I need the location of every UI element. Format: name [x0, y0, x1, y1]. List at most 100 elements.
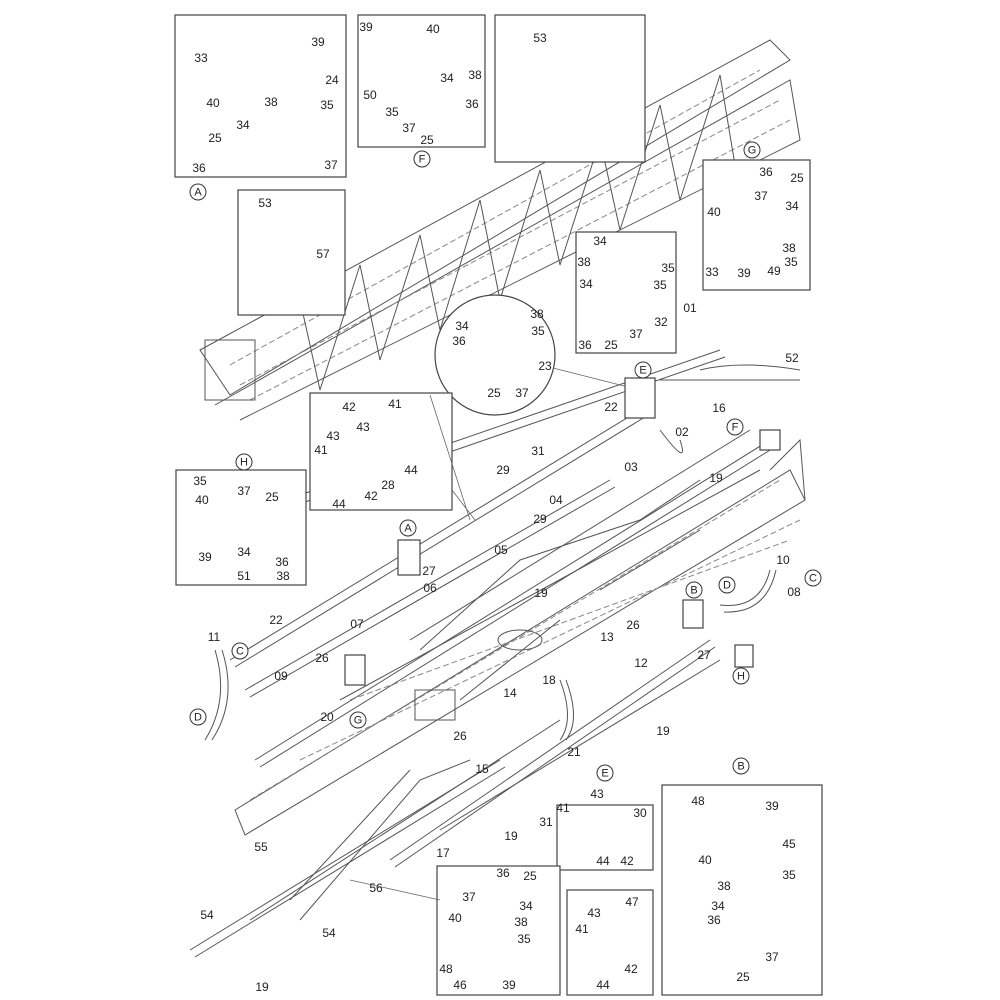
part-number-label: 48	[439, 962, 453, 976]
part-number-label: 32	[654, 315, 668, 329]
part-number-label: 53	[258, 196, 272, 210]
detail-ref-letter: E	[639, 365, 646, 377]
part-number-label: 56	[369, 881, 383, 895]
detail-box	[661, 784, 823, 996]
part-number-label: 42	[624, 962, 638, 976]
part-number-label: 37	[324, 158, 338, 172]
part-number-label: 39	[737, 266, 751, 280]
detail-box	[556, 804, 654, 871]
part-number-label: 43	[326, 429, 340, 443]
detail-box	[344, 654, 366, 686]
part-number-label: 36	[192, 161, 206, 175]
part-number-label: 36	[707, 913, 721, 927]
part-number-label: 38	[577, 255, 591, 269]
part-number-label: 34	[440, 71, 454, 85]
part-number-label: 15	[475, 762, 489, 776]
part-number-label: 07	[350, 617, 364, 631]
part-number-label: 35	[193, 474, 207, 488]
detail-ref-circle: E	[634, 361, 652, 379]
detail-box	[309, 392, 453, 511]
detail-box	[702, 159, 811, 291]
part-number-label: 25	[420, 133, 434, 147]
part-number-label: 38	[782, 241, 796, 255]
part-number-label: 51	[237, 569, 251, 583]
part-number-label: 50	[363, 88, 377, 102]
part-number-label: 37	[462, 890, 476, 904]
part-number-label: 44	[404, 463, 418, 477]
part-number-label: 29	[533, 512, 547, 526]
detail-ref-circle: A	[399, 519, 417, 537]
part-number-label: 36	[578, 338, 592, 352]
detail-ref-circle: D	[718, 576, 736, 594]
detail-ref-circle: A	[189, 183, 207, 201]
detail-ref-circle: C	[804, 569, 822, 587]
part-number-label: 45	[782, 837, 796, 851]
part-number-label: 34	[711, 899, 725, 913]
detail-ref-letter: B	[737, 761, 744, 773]
part-number-label: 52	[785, 351, 799, 365]
detail-ref-letter: E	[601, 768, 608, 780]
part-number-label: 25	[790, 171, 804, 185]
part-number-label: 37	[754, 189, 768, 203]
part-number-label: 22	[269, 613, 283, 627]
part-number-label: 04	[549, 493, 563, 507]
part-number-label: 36	[275, 555, 289, 569]
detail-ref-letter: G	[748, 145, 757, 157]
part-number-label: 38	[530, 307, 544, 321]
part-number-label: 38	[717, 879, 731, 893]
detail-box	[436, 865, 561, 996]
part-number-label: 35	[385, 105, 399, 119]
detail-ref-letter: D	[723, 580, 731, 592]
part-number-label: 35	[784, 255, 798, 269]
detail-ref-circle: E	[596, 764, 614, 782]
part-number-label: 26	[315, 651, 329, 665]
part-number-label: 40	[698, 853, 712, 867]
part-number-label: 43	[356, 420, 370, 434]
part-number-label: 34	[593, 234, 607, 248]
detail-ref-circle: F	[726, 418, 744, 436]
detail-box	[734, 644, 754, 668]
part-number-label: 19	[504, 829, 518, 843]
detail-box	[494, 14, 646, 163]
detail-box	[759, 429, 781, 451]
part-number-label: 33	[194, 51, 208, 65]
detail-box	[237, 189, 346, 316]
part-number-label: 55	[254, 840, 268, 854]
part-number-label: 18	[542, 673, 556, 687]
detail-box	[397, 539, 421, 576]
part-number-label: 23	[538, 359, 552, 373]
detail-ref-letter: B	[690, 585, 697, 597]
part-number-label: 10	[776, 553, 790, 567]
part-number-label: 19	[255, 980, 269, 994]
part-number-label: 41	[575, 922, 589, 936]
detail-ref-circle: G	[349, 711, 367, 729]
part-number-label: 25	[487, 386, 501, 400]
part-number-label: 05	[494, 543, 508, 557]
part-number-label: 26	[626, 618, 640, 632]
part-number-label: 20	[320, 710, 334, 724]
main-boom-lower	[234, 438, 806, 836]
part-number-label: 25	[736, 970, 750, 984]
part-number-label: 35	[653, 278, 667, 292]
part-number-label: 37	[515, 386, 529, 400]
detail-ref-circle: D	[189, 708, 207, 726]
plumbing-pipes	[189, 349, 801, 958]
detail-box	[357, 14, 486, 148]
part-number-label: 38	[264, 95, 278, 109]
part-number-label: 54	[322, 926, 336, 940]
part-number-label: 25	[604, 338, 618, 352]
part-number-label: 17	[436, 846, 450, 860]
detail-box	[624, 377, 656, 419]
part-number-label: 36	[759, 165, 773, 179]
part-number-label: 39	[359, 20, 373, 34]
detail-ref-letter: H	[737, 671, 745, 683]
part-number-label: 28	[381, 478, 395, 492]
part-number-label: 12	[634, 656, 648, 670]
part-number-label: 27	[697, 648, 711, 662]
detail-ref-circle: H	[732, 667, 750, 685]
part-number-label: 35	[661, 261, 675, 275]
part-number-label: 39	[311, 35, 325, 49]
part-number-label: 21	[567, 745, 581, 759]
